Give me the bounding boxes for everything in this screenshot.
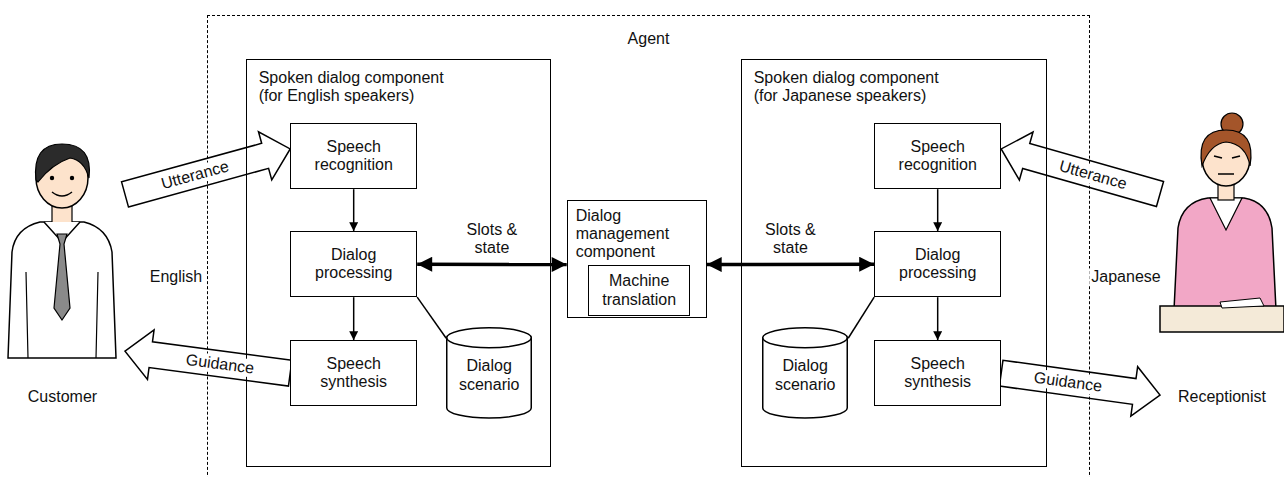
process-box: Speech recognition [874,123,1001,189]
database-cylinder: Dialog scenario [446,327,532,419]
data-exchange-arrow [417,262,567,266]
person-figure: Receptionist [1160,110,1284,410]
process-box: Speech synthesis [290,340,417,406]
customer-figure [8,144,116,358]
arrow-label: Utterance [1055,157,1130,194]
process-box: Dialog processing [290,231,417,297]
language-label: English [148,268,204,286]
box-label: Speech synthesis [886,353,990,394]
cylinder-top [447,328,532,348]
receptionist-figure [1160,113,1284,332]
person-label: Receptionist [1160,388,1284,406]
arrow-label: Utterance [157,157,232,193]
person-label: Customer [0,388,125,406]
box-title: Spoken dialog component (for Japanese sp… [754,69,959,106]
person-figure: Customer [0,130,125,410]
box-title: Agent [208,30,1089,48]
box-label: Machine translation [589,270,689,311]
data-exchange-arrow [707,262,875,266]
box-label: Speech synthesis [302,353,406,394]
box-label: Dialog processing [886,244,990,285]
component-box: Spoken dialog component (for English spe… [246,59,551,467]
component-box: Dialog management componentMachine trans… [567,200,707,318]
flow-arrow [417,297,446,338]
box-label: Dialog processing [302,244,406,285]
process-box: Machine translation [588,265,690,316]
cylinder-body [763,337,848,418]
component-box: Spoken dialog component (for Japanese sp… [741,59,1047,467]
cylinder-body [447,337,532,418]
speech-arrow [122,132,291,207]
box-title: Spoken dialog component (for English spe… [259,69,464,106]
database-cylinder: Dialog scenario [762,327,848,419]
speech-arrow [999,360,1160,416]
box-label: Dialog scenario [762,357,848,394]
box-label: Dialog scenario [446,357,532,394]
cylinder-top [763,328,848,348]
language-label: Japanese [1089,268,1162,286]
flow-arrow [937,189,939,231]
flow-arrow [353,297,355,340]
flow-arrow [848,297,874,338]
box-label: Speech recognition [302,136,406,177]
box-label: Speech recognition [886,136,990,177]
exchange-label: Slots & state [461,221,523,256]
arrow-label: Guidance [1031,369,1105,396]
flow-arrow [353,189,355,231]
box-title: Dialog management component [576,207,691,262]
process-box: Speech recognition [290,123,417,189]
speech-arrow [125,330,292,386]
process-box: Dialog processing [874,231,1001,297]
speech-arrow [1001,132,1163,207]
system-boundary: AgentSpoken dialog component (for Englis… [207,15,1090,477]
process-box: Speech synthesis [874,340,1001,406]
flow-arrow [937,297,939,340]
exchange-label: Slots & state [759,221,821,256]
